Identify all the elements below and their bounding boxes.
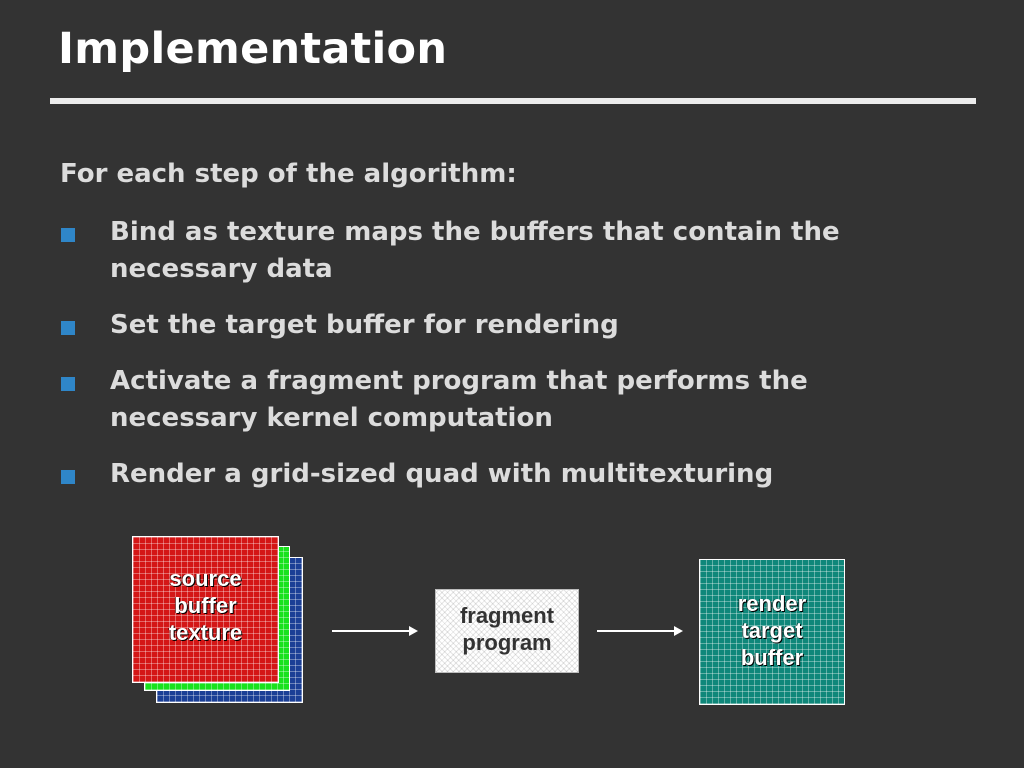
bullet-list: Bind as texture maps the buffers that co… [60,214,960,512]
bullet-text: Bind as texture maps the buffers that co… [110,217,840,284]
source-buffer-texture-box: source buffer texture [132,536,279,683]
bullet-item-set-target: Set the target buffer for rendering [60,307,960,344]
bullet-item-bind-textures: Bind as texture maps the buffers that co… [60,214,960,288]
source-buffer-label: source buffer texture [133,565,278,646]
label-line: render [737,591,807,616]
slide-title: Implementation [58,24,448,74]
fragment-program-label: fragment program [436,602,578,656]
square-bullet-icon [61,470,75,484]
label-line: target [741,618,803,643]
bullet-text: Set the target buffer for rendering [110,310,619,340]
square-bullet-icon [61,377,75,391]
label-line: buffer [740,645,804,670]
label-line: program [462,630,552,655]
square-bullet-icon [61,228,75,242]
label-line: buffer [174,593,237,618]
label-line: source [169,566,242,591]
pipeline-diagram: source buffer texture fragment program r… [0,520,1024,720]
render-target-label: render target buffer [700,590,844,671]
bullet-item-activate-program: Activate a fragment program that perform… [60,363,960,437]
arrow-right-icon [597,625,683,637]
fragment-program-box: fragment program [435,589,579,673]
title-divider [50,98,976,104]
bullet-text: Activate a fragment program that perform… [110,366,808,433]
label-line: texture [168,620,243,645]
bullet-item-render-quad: Render a grid-sized quad with multitextu… [60,456,960,493]
arrow-right-icon [332,625,418,637]
label-line: fragment [459,603,555,628]
bullet-text: Render a grid-sized quad with multitextu… [110,459,774,489]
square-bullet-icon [61,321,75,335]
render-target-buffer-box: render target buffer [699,559,845,705]
intro-text: For each step of the algorithm: [60,159,517,189]
